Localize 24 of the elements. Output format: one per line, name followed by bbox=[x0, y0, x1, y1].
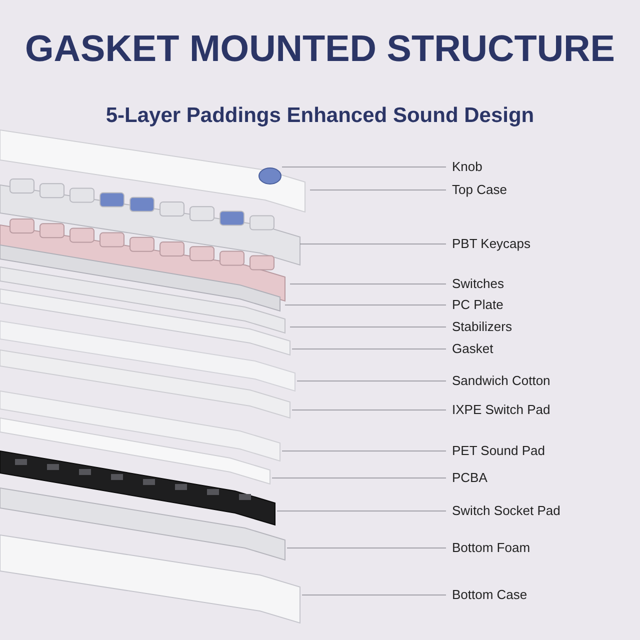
leader-line bbox=[282, 450, 446, 452]
part-label: PBT Keycaps bbox=[452, 236, 531, 252]
part-label: PCBA bbox=[452, 470, 488, 486]
leader-line bbox=[276, 510, 446, 512]
part-label: Sandwich Cotton bbox=[452, 373, 550, 389]
leader-line bbox=[282, 166, 446, 168]
part-label: PET Sound Pad bbox=[452, 443, 545, 459]
leader-line bbox=[284, 304, 446, 306]
leader-line bbox=[292, 348, 446, 350]
part-label: Gasket bbox=[452, 341, 494, 357]
part-label: IXPE Switch Pad bbox=[452, 402, 550, 418]
part-label: Switches bbox=[452, 276, 504, 292]
part-label: Bottom Foam bbox=[452, 540, 530, 556]
part-label: Switch Socket Pad bbox=[452, 503, 560, 519]
leader-line bbox=[302, 594, 446, 596]
leader-line bbox=[296, 380, 446, 382]
part-label: Stabilizers bbox=[452, 319, 512, 335]
part-label: Knob bbox=[452, 159, 482, 175]
part-label: PC Plate bbox=[452, 297, 504, 313]
part-label: Top Case bbox=[452, 182, 507, 198]
leader-line bbox=[290, 326, 446, 328]
heading: GASKET MOUNTED STRUCTURE bbox=[24, 28, 616, 70]
part-label: Bottom Case bbox=[452, 587, 528, 603]
subheading: 5-Layer Paddings Enhanced Sound Design bbox=[104, 104, 536, 128]
